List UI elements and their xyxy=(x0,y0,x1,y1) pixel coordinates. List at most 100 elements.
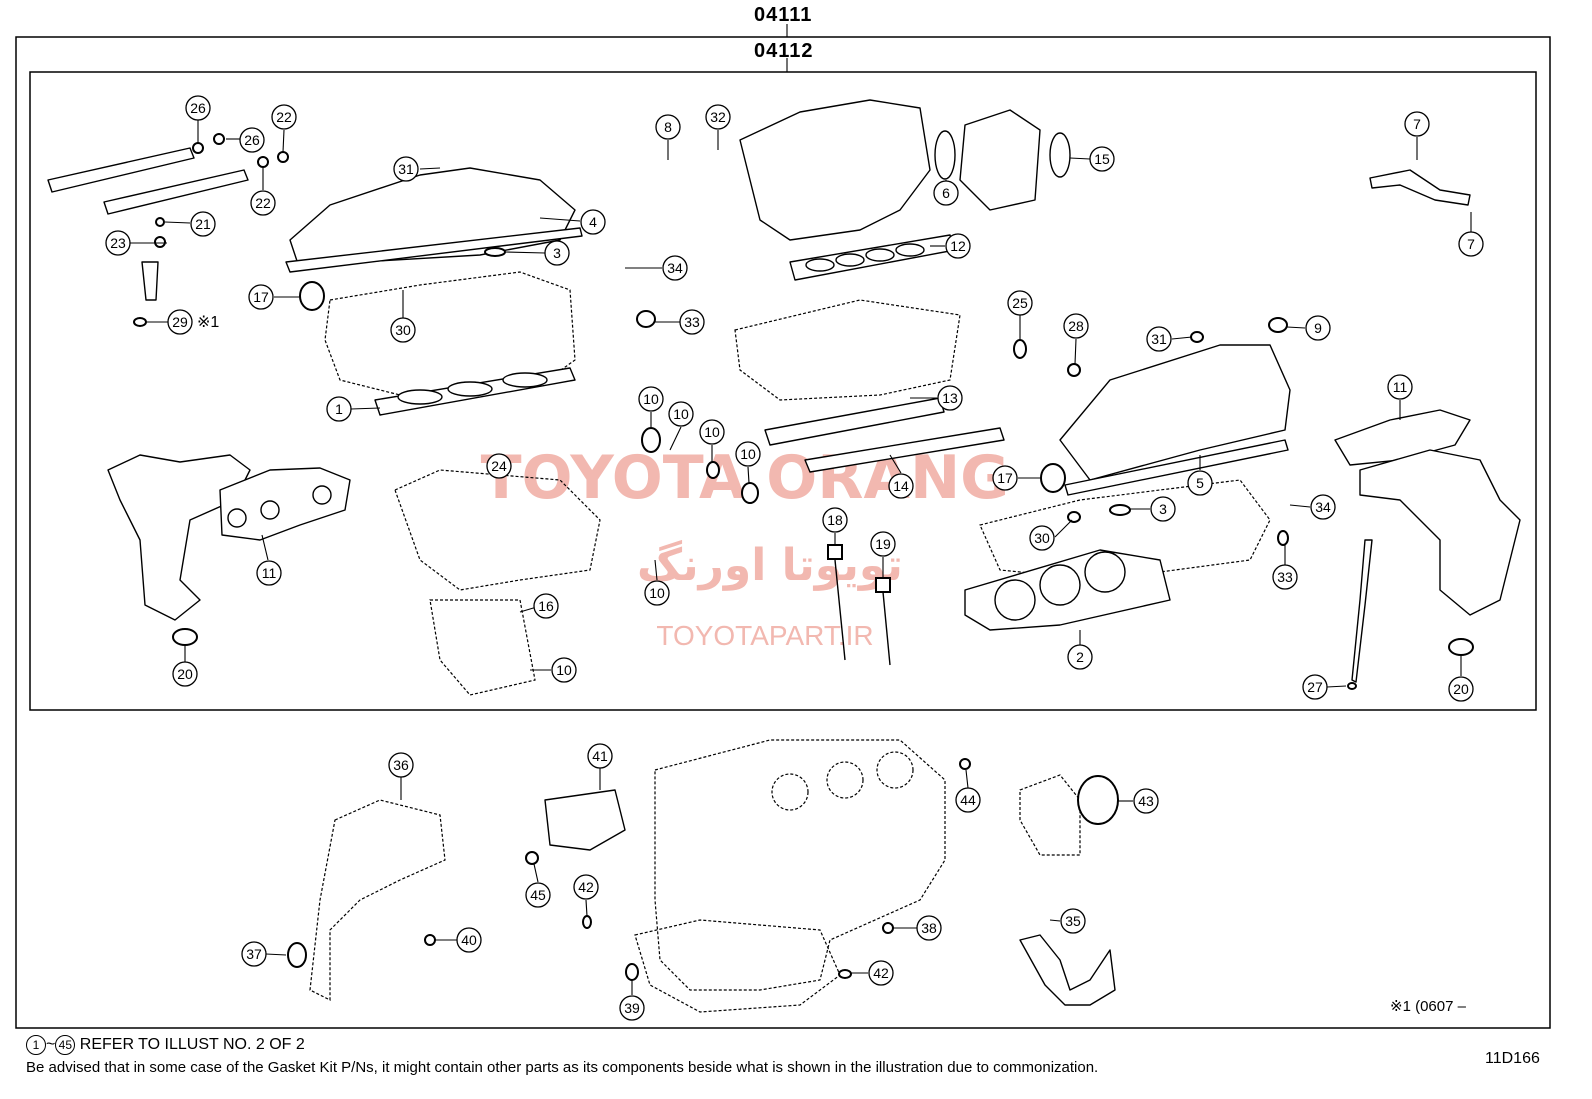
svg-text:16: 16 xyxy=(538,598,554,614)
callout-15: 15 xyxy=(1089,146,1115,172)
svg-text:33: 33 xyxy=(684,314,700,330)
callout-27: 27 xyxy=(1302,674,1328,700)
svg-text:10: 10 xyxy=(556,662,572,678)
refer-end-circle: 45 xyxy=(55,1035,76,1055)
svg-text:32: 32 xyxy=(710,109,726,125)
callout-39: 39 xyxy=(619,995,645,1021)
svg-text:22: 22 xyxy=(255,195,271,211)
callout-7: 7 xyxy=(1458,231,1484,257)
callout-41: 41 xyxy=(587,743,613,769)
callout-17: 17 xyxy=(992,465,1018,491)
callout-22: 22 xyxy=(250,190,276,216)
outer-kit-frame xyxy=(15,36,1551,1029)
parts-layer xyxy=(47,99,1521,1013)
svg-text:29: 29 xyxy=(172,314,188,330)
callout-40: 40 xyxy=(456,927,482,953)
svg-text:10: 10 xyxy=(643,391,659,407)
callout-22: 22 xyxy=(271,104,297,130)
callout-23: 23 xyxy=(105,230,131,256)
callout-2: 2 xyxy=(1067,644,1093,670)
callout-29: 29 xyxy=(167,309,193,335)
callout-34: 34 xyxy=(662,255,688,281)
svg-text:41: 41 xyxy=(592,748,608,764)
svg-text:12: 12 xyxy=(950,238,966,254)
callout-33: 33 xyxy=(679,309,705,335)
callout-33: 33 xyxy=(1272,564,1298,590)
svg-text:38: 38 xyxy=(921,920,937,936)
callout-30: 30 xyxy=(1029,525,1055,551)
callout-5: 5 xyxy=(1187,470,1213,496)
svg-text:6: 6 xyxy=(942,185,950,201)
svg-text:31: 31 xyxy=(398,161,414,177)
callout-45: 45 xyxy=(525,882,551,908)
callout-10: 10 xyxy=(644,580,670,606)
svg-text:14: 14 xyxy=(893,478,909,494)
svg-text:10: 10 xyxy=(704,424,720,440)
note-mark: ※1 (0607 – xyxy=(1390,998,1466,1015)
svg-text:4: 4 xyxy=(589,214,597,230)
refer-start-circle: 1 xyxy=(26,1035,46,1055)
refer-tilde: ~ xyxy=(46,1036,56,1054)
svg-text:20: 20 xyxy=(1453,681,1469,697)
callout-26: 26 xyxy=(239,127,265,153)
callout-10: 10 xyxy=(551,657,577,683)
callout-11: 11 xyxy=(256,560,282,586)
svg-text:25: 25 xyxy=(1012,295,1028,311)
kit-number-inner: 04112 xyxy=(754,40,814,62)
svg-text:17: 17 xyxy=(997,470,1013,486)
svg-text:26: 26 xyxy=(190,100,206,116)
callout-34: 34 xyxy=(1310,494,1336,520)
svg-text:20: 20 xyxy=(177,666,193,682)
refer-note: 1~45 REFER TO ILLUST NO. 2 OF 2 xyxy=(26,1035,305,1055)
svg-text:42: 42 xyxy=(873,965,889,981)
svg-text:24: 24 xyxy=(491,458,507,474)
callout-20: 20 xyxy=(1448,676,1474,702)
svg-text:35: 35 xyxy=(1065,913,1081,929)
svg-text:10: 10 xyxy=(740,446,756,462)
callout-26: 26 xyxy=(185,95,211,121)
svg-text:33: 33 xyxy=(1277,569,1293,585)
callout-4: 4 xyxy=(580,209,606,235)
svg-text:3: 3 xyxy=(553,245,561,261)
callout-9: 9 xyxy=(1305,315,1331,341)
callout-31: 31 xyxy=(393,156,419,182)
callout-8: 8 xyxy=(655,114,681,140)
svg-text:40: 40 xyxy=(461,932,477,948)
callout-3: 3 xyxy=(544,240,570,266)
callout-36: 36 xyxy=(388,752,414,778)
watermark-url: TOYOTAPART.IR xyxy=(656,620,873,651)
svg-text:8: 8 xyxy=(664,119,672,135)
callout-28: 28 xyxy=(1063,313,1089,339)
callout-10: 10 xyxy=(638,386,664,412)
svg-text:1: 1 xyxy=(335,401,343,417)
callout-21: 21 xyxy=(190,211,216,237)
callout-1: 1 xyxy=(326,396,352,422)
svg-text:19: 19 xyxy=(875,536,891,552)
callout-12: 12 xyxy=(945,233,971,259)
svg-text:22: 22 xyxy=(276,109,292,125)
callout-16: 16 xyxy=(533,593,559,619)
callout-17: 17 xyxy=(248,284,274,310)
inner-kit-frame xyxy=(29,71,1537,711)
callout-35: 35 xyxy=(1060,908,1086,934)
svg-text:21: 21 xyxy=(195,216,211,232)
callout-24: 24 xyxy=(486,453,512,479)
callout-37: 37 xyxy=(241,941,267,967)
callout-44: 44 xyxy=(955,787,981,813)
callout-19: 19 xyxy=(870,531,896,557)
callout-31: 31 xyxy=(1146,326,1172,352)
callout-18: 18 xyxy=(822,507,848,533)
svg-text:34: 34 xyxy=(667,260,683,276)
advisory-text: Be advised that in some case of the Gask… xyxy=(26,1059,1099,1076)
svg-text:18: 18 xyxy=(827,512,843,528)
svg-text:2: 2 xyxy=(1076,649,1084,665)
callout-3: 3 xyxy=(1150,496,1176,522)
svg-text:30: 30 xyxy=(395,322,411,338)
drawing-id: 11D166 xyxy=(1485,1050,1540,1067)
svg-text:11: 11 xyxy=(262,565,277,581)
svg-text:3: 3 xyxy=(1159,501,1167,517)
svg-text:10: 10 xyxy=(673,406,689,422)
callout-10: 10 xyxy=(699,419,725,445)
svg-text:7: 7 xyxy=(1413,116,1421,132)
